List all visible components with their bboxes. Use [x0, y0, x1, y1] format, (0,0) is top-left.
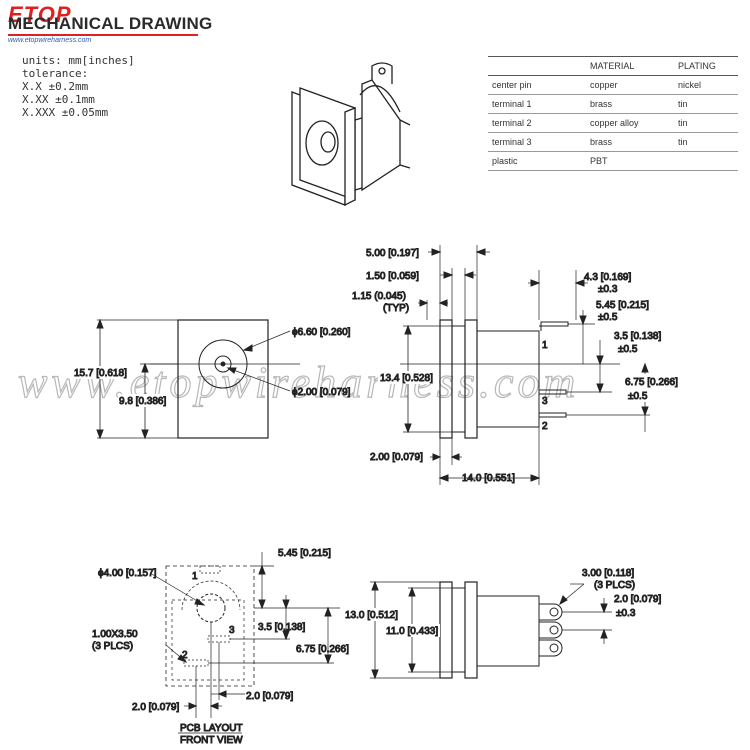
header-cell — [488, 56, 586, 76]
isometric-view — [291, 62, 411, 207]
tolerance-1: X.X ±0.2mm — [22, 80, 89, 93]
table-cell — [674, 151, 738, 171]
pcb-layout-view — [149, 552, 340, 734]
table-cell: copper alloy — [586, 113, 674, 133]
table-cell: center pin — [488, 75, 586, 95]
dim-front-height: 15.7 [0.618] — [74, 368, 127, 379]
pin-label-3: 3 — [542, 396, 548, 407]
bottom-side-view — [350, 580, 612, 680]
dim-13-4: 13.4 [0.528] — [380, 373, 433, 384]
dim-14-0: 14.0 [0.551] — [462, 473, 515, 484]
table-row: terminal 2 copper alloy tin — [488, 113, 738, 133]
header-cell: PLATING — [674, 56, 738, 76]
dim-13-0: 13.0 [0.512] — [345, 610, 398, 621]
table-cell: nickel — [674, 75, 738, 95]
table-header-row: MATERIAL PLATING — [488, 56, 738, 76]
pin-label-1: 1 — [542, 340, 548, 351]
table-cell: terminal 1 — [488, 94, 586, 114]
watermark-text: www.etopwireharness.com — [18, 358, 579, 407]
table-cell: copper — [586, 75, 674, 95]
materials-table: MATERIAL PLATING center pin copper nicke… — [488, 56, 738, 171]
dim-4-3: 4.3 [0.169] — [584, 272, 632, 283]
table-row: center pin copper nickel — [488, 75, 738, 95]
pcb-pin-2: 2 — [182, 650, 188, 661]
caption-pcb-layout: PCB LAYOUT — [180, 723, 243, 734]
tol-5-45: ±0.5 — [598, 312, 618, 323]
table-row: plastic PBT — [488, 151, 738, 171]
table-cell: terminal 2 — [488, 113, 586, 133]
page-title: MECHANICAL DRAWING — [8, 14, 213, 33]
tolerance-notes: units: mm[inches] tolerance: X.X ±0.2mm … — [22, 54, 135, 119]
dim-3-00-note: (3 PLCS) — [594, 580, 635, 591]
dim-6-75: 6.75 [0.266] — [625, 377, 678, 388]
table-cell: brass — [586, 94, 674, 114]
table-row: terminal 1 brass tin — [488, 94, 738, 114]
dim-front-center-height: 9.8 [0.386] — [119, 396, 167, 407]
dim-pcb-6-75: 6.75 [0.266] — [296, 644, 349, 655]
logo-underline — [8, 34, 198, 36]
header-cell: MATERIAL — [586, 56, 674, 76]
tol-4-3: ±0.3 — [598, 284, 618, 295]
dim-hole-diameter: ϕ4.00 [0.157] — [98, 568, 157, 579]
dim-2-00: 2.00 [0.079] — [370, 452, 423, 463]
dim-11-0: 11.0 [0.433] — [386, 626, 438, 637]
table-cell: tin — [674, 132, 738, 152]
front-body — [177, 319, 269, 439]
dim-3-00: 3.00 [0.118] — [582, 568, 634, 579]
dim-1-15: 1.15 (0.045) — [352, 291, 406, 302]
tolerance-heading: tolerance: — [22, 67, 89, 80]
dim-pin-diameter: ϕ2.00 [0.079] — [292, 387, 351, 398]
table-cell: brass — [586, 132, 674, 152]
tol-bottom-2-0: ±0.3 — [616, 608, 636, 619]
pcb-pin-1: 1 — [192, 571, 198, 582]
front-view — [72, 318, 300, 440]
tol-6-75: ±0.5 — [628, 391, 648, 402]
dim-5-00: 5.00 [0.197] — [366, 248, 419, 259]
tol-3-5: ±0.5 — [618, 344, 638, 355]
table-cell: PBT — [586, 151, 674, 171]
dim-5-45: 5.45 [0.215] — [596, 300, 649, 311]
dim-typ: (TYP) — [383, 303, 409, 314]
brand-url: www.etopwireharness.com — [8, 37, 92, 44]
tolerance-3: X.XXX ±0.05mm — [22, 106, 109, 119]
pin-label-2: 2 — [542, 421, 548, 432]
table-cell: plastic — [488, 151, 586, 171]
caption-front-view: FRONT VIEW — [180, 735, 243, 746]
dim-slot-size: 1.00X3.50 — [92, 629, 138, 640]
dim-slot-note: (3 PLCS) — [92, 641, 133, 652]
dim-3-5: 3.5 [0.138] — [614, 331, 662, 342]
pcb-pin-3: 3 — [229, 625, 235, 636]
tolerance-2: X.XX ±0.1mm — [22, 93, 95, 106]
table-cell: tin — [674, 94, 738, 114]
table-cell: terminal 3 — [488, 132, 586, 152]
table-row: terminal 3 brass tin — [488, 132, 738, 152]
dim-bottom-2-0: 2.0 [0.079] — [614, 594, 662, 605]
dim-pcb-3-5: 3.5 [0.138] — [258, 622, 306, 633]
dim-pcb-2-0-right: 2.0 [0.079] — [246, 691, 294, 702]
side-view — [378, 245, 682, 485]
brand-logo: ETOP — [8, 2, 72, 27]
dim-outer-diameter: ϕ6.60 [0.260] — [292, 327, 351, 338]
dim-pcb-2-0-left: 2.0 [0.079] — [132, 702, 180, 713]
dim-pcb-5-45: 5.45 [0.215] — [278, 548, 331, 559]
units-note: units: mm[inches] — [22, 54, 135, 67]
table-cell: tin — [674, 113, 738, 133]
dim-1-50: 1.50 [0.059] — [366, 271, 419, 282]
